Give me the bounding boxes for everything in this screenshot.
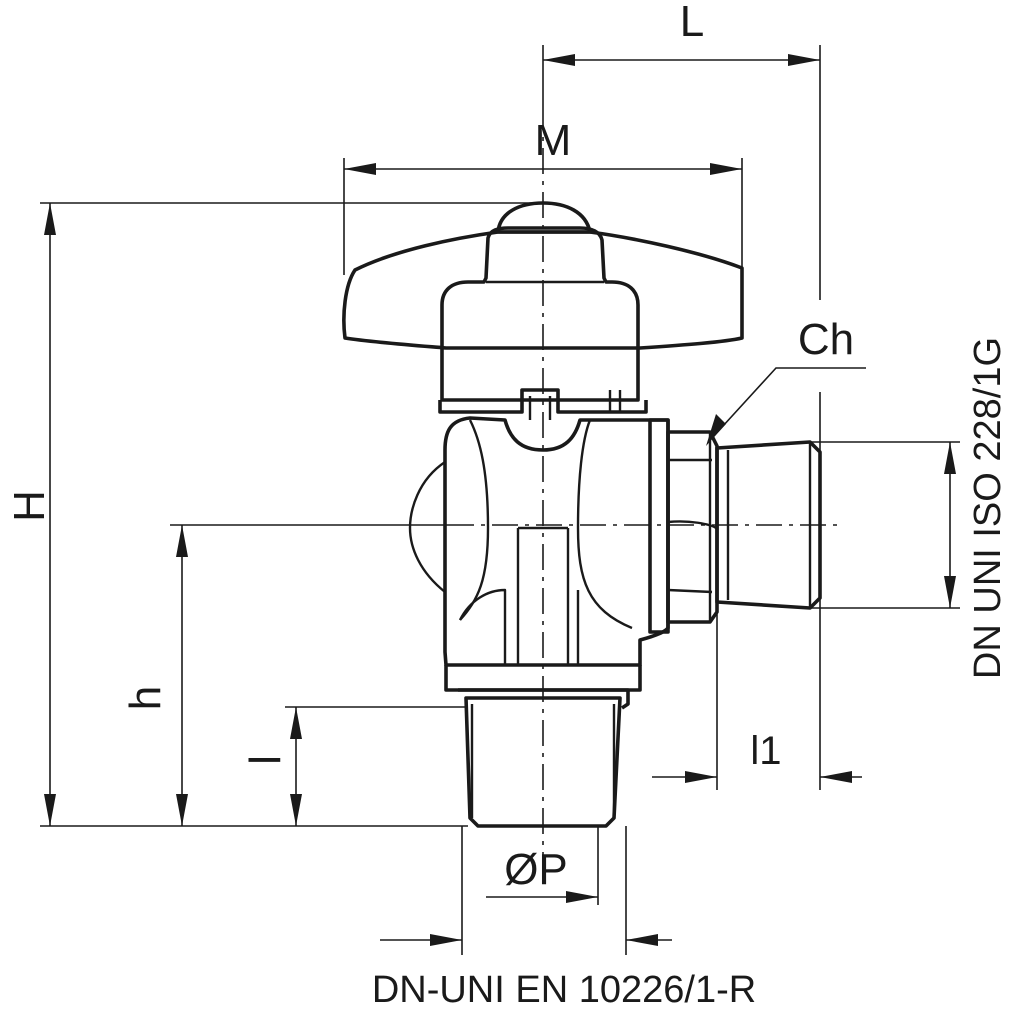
standard-labels: DN UNI ISO 228/1G DN-UNI EN 10226/1-R [372, 337, 1009, 1011]
label-P: ØP [504, 845, 568, 894]
label-l: l [241, 755, 290, 765]
center-lines [448, 104, 840, 855]
label-M: M [535, 116, 572, 165]
extension-lines [40, 45, 960, 955]
valve-body [342, 201, 744, 667]
label-l1: l1 [750, 729, 781, 773]
dimension-labels: L M Ch l1 ØP H h l [5, 0, 854, 894]
bottom-fitting [444, 665, 642, 828]
side-thread [715, 440, 822, 610]
label-h: h [121, 686, 170, 710]
side-thread-standard: DN UNI ISO 228/1G [967, 337, 1009, 679]
label-L: L [680, 0, 704, 46]
label-Ch: Ch [798, 315, 854, 364]
label-H: H [5, 490, 54, 522]
bottom-thread-standard: DN-UNI EN 10226/1-R [372, 969, 756, 1011]
side-hex-nut [666, 430, 719, 624]
